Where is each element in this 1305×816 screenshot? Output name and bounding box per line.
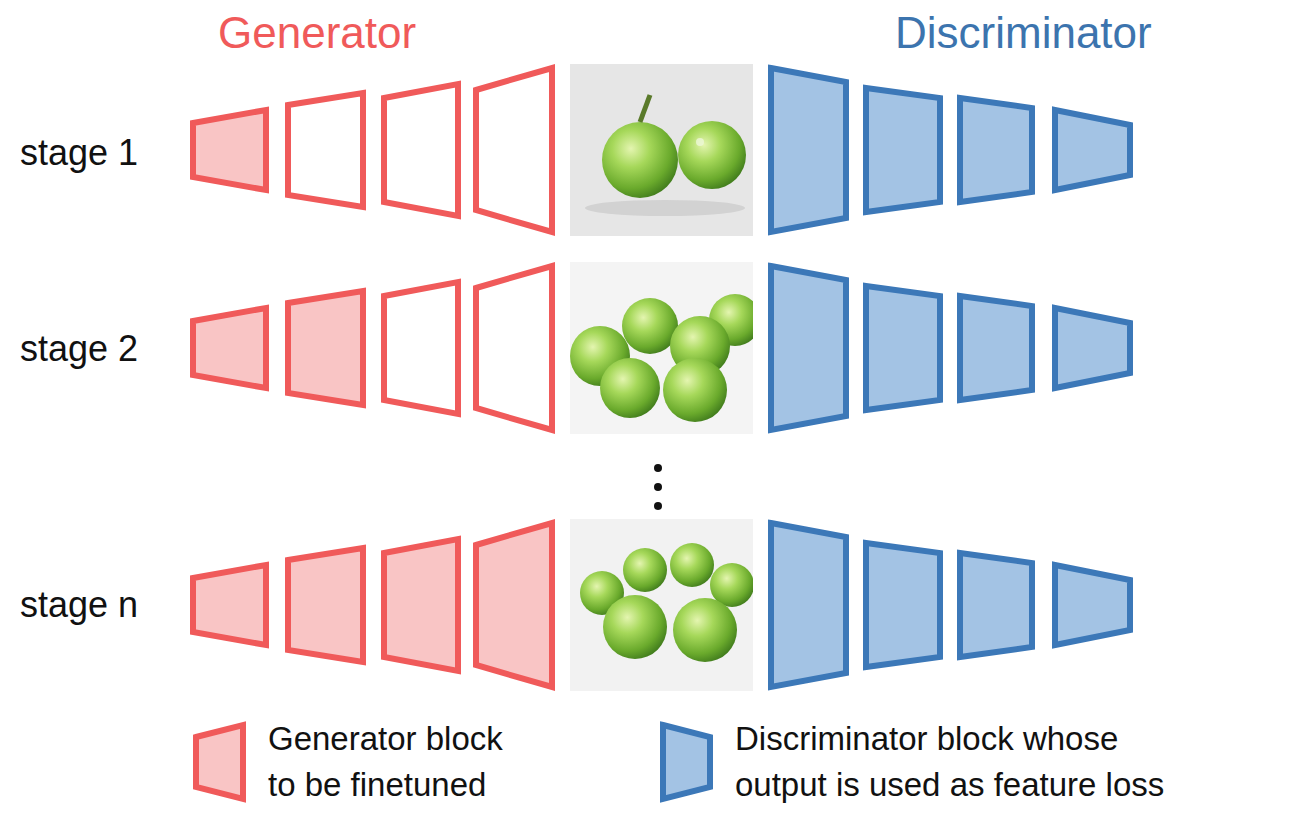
discriminator-block bbox=[1055, 308, 1130, 388]
generator-block bbox=[193, 308, 266, 388]
generator-block bbox=[288, 548, 363, 662]
discriminator-block bbox=[771, 266, 846, 430]
discriminator-block bbox=[960, 296, 1032, 400]
stage-label: stage n bbox=[20, 584, 138, 626]
discriminator-heading: Discriminator bbox=[895, 8, 1152, 58]
generator-block bbox=[384, 282, 458, 414]
generator-block bbox=[288, 291, 363, 405]
ellipsis-dots bbox=[654, 464, 662, 510]
stage-row bbox=[193, 262, 1130, 434]
discriminator-blocks bbox=[771, 266, 1130, 430]
generator-block bbox=[288, 93, 363, 207]
discriminator-block bbox=[1055, 110, 1130, 190]
discriminator-block bbox=[960, 98, 1032, 202]
discriminator-block bbox=[866, 88, 940, 212]
legend-swatch bbox=[663, 725, 710, 799]
generator-blocks bbox=[193, 68, 552, 232]
legend-swatch bbox=[196, 725, 243, 799]
discriminator-block bbox=[866, 543, 940, 667]
apple-photo bbox=[570, 64, 753, 236]
discriminator-blocks bbox=[771, 68, 1130, 232]
discriminator-block bbox=[866, 286, 940, 410]
generator-block bbox=[384, 84, 458, 216]
generator-block bbox=[476, 523, 552, 687]
generator-block bbox=[193, 110, 266, 190]
stage-label: stage 1 bbox=[20, 132, 138, 174]
discriminator-block bbox=[960, 553, 1032, 657]
generator-block bbox=[476, 266, 552, 430]
discriminator-block bbox=[771, 523, 846, 687]
stage-row bbox=[193, 519, 1130, 691]
generator-block bbox=[384, 539, 458, 671]
discriminator-block bbox=[1055, 565, 1130, 645]
apple-photo bbox=[570, 519, 753, 691]
generator-block bbox=[476, 68, 552, 232]
discriminator-blocks bbox=[771, 523, 1130, 687]
discriminator-block bbox=[771, 68, 846, 232]
stage-label: stage 2 bbox=[20, 328, 138, 370]
legend-text: Generator block to be finetuned bbox=[268, 716, 530, 808]
generator-block bbox=[193, 565, 266, 645]
stage-row bbox=[193, 64, 1130, 236]
generator-heading: Generator bbox=[218, 8, 416, 58]
generator-blocks bbox=[193, 523, 552, 687]
generator-blocks bbox=[193, 266, 552, 430]
apple-photo bbox=[570, 262, 753, 434]
legend-text: Discriminator block whose output is used… bbox=[735, 716, 1205, 808]
